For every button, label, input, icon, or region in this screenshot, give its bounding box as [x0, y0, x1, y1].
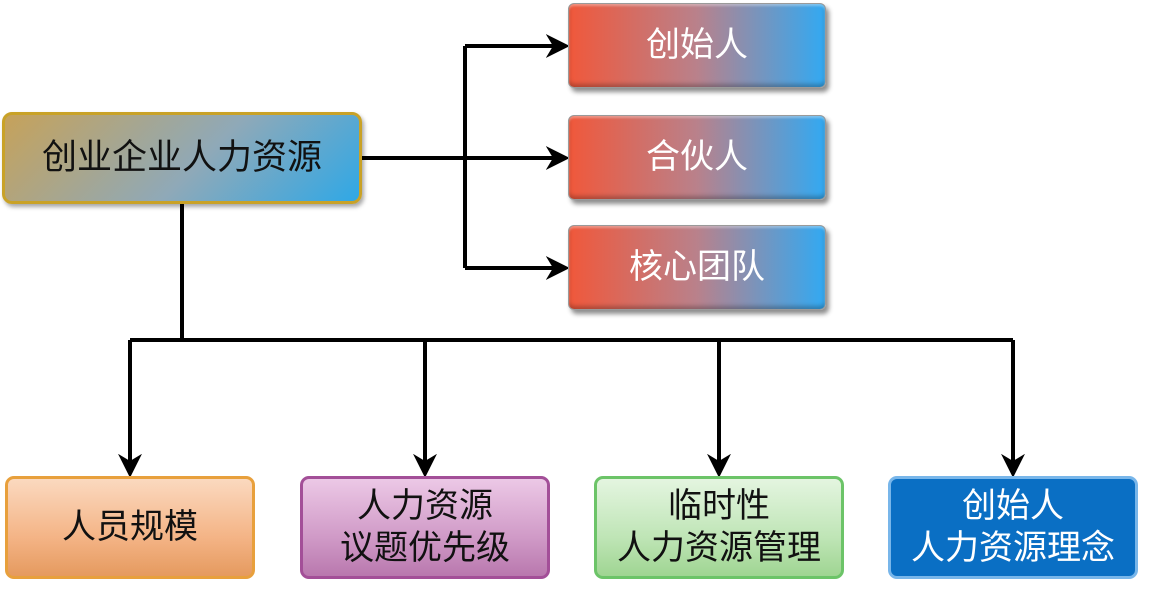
- topic-label-line: 人员规模: [62, 506, 198, 547]
- topic-node-founder-hr-philosophy: 创始人 人力资源理念: [888, 476, 1138, 579]
- root-node: 创业企业人力资源: [2, 112, 362, 204]
- team-member-node-partner: 合伙人: [568, 115, 826, 200]
- team-member-node-core-team: 核心团队: [568, 225, 826, 310]
- team-member-label: 创始人: [646, 24, 748, 65]
- team-member-label: 核心团队: [629, 246, 765, 287]
- topic-label-line: 创始人: [962, 486, 1064, 527]
- team-member-node-founder: 创始人: [568, 3, 826, 88]
- team-member-label: 合伙人: [646, 136, 748, 177]
- topic-label-line: 临时性: [668, 486, 770, 527]
- topic-label-line: 议题优先级: [340, 527, 510, 568]
- topic-node-hr-priority: 人力资源 议题优先级: [300, 476, 550, 579]
- topic-node-temporary-hr: 临时性 人力资源管理: [594, 476, 844, 579]
- root-node-label: 创业企业人力资源: [41, 137, 322, 178]
- topic-label-line: 人力资源: [357, 486, 493, 527]
- topic-label-line: 人力资源理念: [911, 527, 1115, 568]
- topic-label-line: 人力资源管理: [617, 527, 821, 568]
- topic-node-staff-size: 人员规模: [5, 476, 255, 579]
